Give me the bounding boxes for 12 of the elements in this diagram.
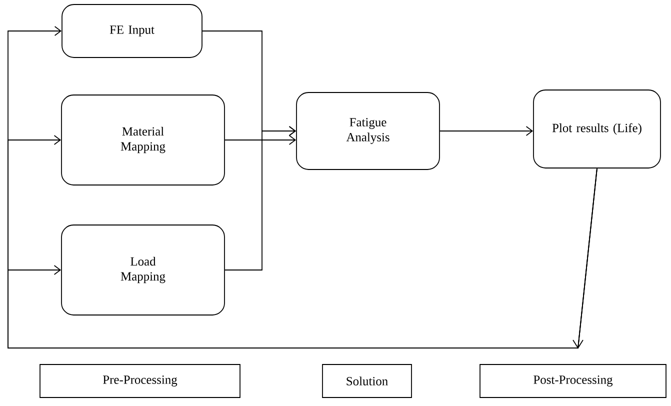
process-box: Load Mapping <box>61 224 225 316</box>
process-box: Plot results (Life) <box>533 90 661 168</box>
arrow <box>440 126 534 136</box>
stage-box: Solution <box>322 364 412 398</box>
arrow <box>224 126 296 270</box>
arrow <box>8 168 598 348</box>
process-box: Material Mapping <box>61 94 225 186</box>
stage-box: Pre-Processing <box>40 364 240 398</box>
process-box: FE Input <box>62 4 202 58</box>
arrow <box>224 135 296 145</box>
stage-box: Post-Processing <box>480 364 666 398</box>
process-box: Fatigue Analysis <box>296 92 440 170</box>
